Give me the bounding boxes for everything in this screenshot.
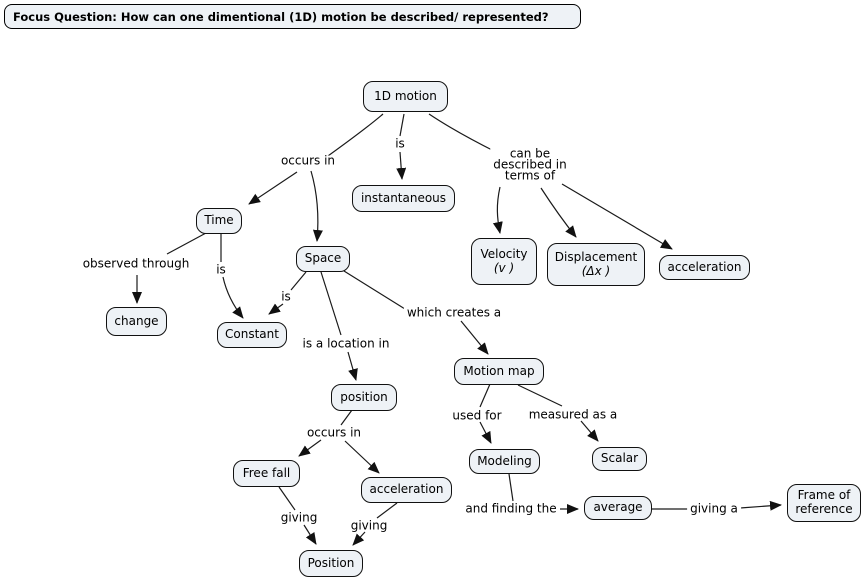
linking-phrase-line: terms of: [504, 168, 556, 183]
node-symbol: (v ): [493, 260, 515, 275]
linking-phrase-and-finding-the[interactable]: and finding the: [462, 503, 560, 515]
linking-phrase-which-creates-a[interactable]: which creates a: [403, 307, 505, 319]
node-label: Space: [304, 251, 342, 266]
node-space[interactable]: Space: [296, 246, 350, 272]
edge-1dmotion-is: [399, 113, 405, 137]
linking-phrase-is-a-location-in[interactable]: is a location in: [299, 338, 393, 350]
node-position-result[interactable]: Position: [299, 550, 363, 577]
node-label: Motion map: [463, 363, 535, 378]
node-acceleration-occurs[interactable]: acceleration: [361, 477, 452, 503]
arrow-measured-scalar: [580, 420, 599, 442]
linking-phrase-is-instantaneous[interactable]: is: [392, 138, 408, 150]
node-symbol: (Δx ): [581, 263, 611, 278]
linking-phrase-giving-a[interactable]: giving a: [687, 503, 741, 515]
node-label: Position: [307, 555, 355, 570]
node-label: average: [593, 500, 643, 515]
linking-phrase-line: can be: [509, 146, 551, 161]
node-label: acceleration: [369, 482, 444, 497]
edge-modeling-finding: [508, 473, 514, 502]
linking-phrase-is-space-constant[interactable]: is: [278, 291, 294, 303]
node-label: Free fall: [242, 465, 291, 480]
node-label: Constant: [225, 327, 279, 342]
node-scalar[interactable]: Scalar: [592, 447, 647, 471]
node-change[interactable]: change: [106, 307, 167, 336]
arrow-giving-position-left: [303, 524, 317, 545]
linking-phrase-measured-as-a[interactable]: measured as a: [525, 409, 621, 421]
arrow-givinga-frame: [739, 500, 782, 511]
node-label: Displacement: [554, 249, 638, 264]
node-position-location[interactable]: position: [331, 384, 397, 411]
arrow-usedfor-modeling: [479, 421, 492, 444]
edge-1dmotion-canbe: [428, 113, 497, 153]
edge-space-location: [320, 271, 342, 336]
node-average[interactable]: average: [584, 496, 652, 520]
edge-freefall-giving: [278, 486, 296, 511]
node-velocity[interactable]: Velocity (v ): [471, 238, 537, 285]
edge-acceleration-giving: [376, 502, 398, 519]
linking-phrase-is-time-constant[interactable]: is: [213, 264, 229, 276]
arrow-is-constant-right: [268, 303, 284, 315]
linking-phrase-used-for[interactable]: used for: [449, 410, 505, 422]
focus-question-title: Focus Question: How can one dimentional …: [4, 4, 581, 29]
arrow-occursin-acceleration: [344, 440, 380, 474]
node-label: Scalar: [600, 451, 639, 466]
node-label: Frame of reference: [795, 488, 853, 516]
edge-motionmap-measured: [517, 384, 563, 407]
arrow-occursin-time: [248, 171, 298, 205]
arrow-whichcreates-motionmap: [460, 320, 489, 355]
node-frame-of-reference[interactable]: Frame of reference: [787, 484, 861, 522]
node-label: acceleration: [667, 259, 742, 274]
linking-phrase-occurs-in-position[interactable]: occurs in: [303, 427, 365, 439]
edge-position-occursin: [340, 409, 353, 426]
node-label: change: [114, 313, 159, 328]
linking-phrase-observed-through[interactable]: observed through: [79, 258, 193, 270]
arrow-canbe-acceleration: [561, 183, 673, 250]
node-label: Time: [204, 213, 234, 228]
node-label: instantaneous: [360, 190, 447, 205]
node-time[interactable]: Time: [196, 208, 242, 234]
arrow-is-instantaneous: [396, 151, 407, 180]
arrow-is-constant-left: [222, 276, 244, 319]
linking-phrase-line: described in: [493, 157, 567, 172]
node-instantaneous[interactable]: instantaneous: [352, 185, 455, 212]
arrow-giving-position-right: [352, 531, 366, 546]
arrow-location-position: [347, 351, 358, 381]
linking-phrase-can-be-described[interactable]: can be described in terms of: [490, 146, 570, 183]
edge-space-whichcreates: [343, 270, 406, 310]
node-motion-map[interactable]: Motion map: [454, 358, 544, 385]
arrow-canbe-velocity: [492, 186, 503, 234]
node-label: 1D motion: [374, 88, 437, 103]
edge-motionmap-usedfor: [479, 383, 491, 408]
node-1d-motion[interactable]: 1D motion: [363, 81, 448, 112]
linking-phrase-occurs-in-top[interactable]: occurs in: [277, 155, 339, 167]
linking-phrase-giving-acceleration[interactable]: giving: [347, 520, 391, 532]
linking-phrase-giving-freefall[interactable]: giving: [277, 512, 321, 524]
node-label: position: [340, 389, 388, 404]
node-label: Modeling: [477, 453, 532, 468]
edge-time-observedthrough: [166, 232, 207, 255]
node-free-fall[interactable]: Free fall: [233, 460, 300, 487]
node-modeling[interactable]: Modeling: [469, 449, 540, 474]
edge-space-is: [290, 271, 307, 291]
node-constant[interactable]: Constant: [217, 322, 287, 348]
arrow-occursin-freefall: [298, 439, 322, 457]
node-displacement[interactable]: Displacement (Δx ): [547, 243, 645, 286]
node-acceleration-described[interactable]: acceleration: [659, 255, 750, 280]
arrow-canbe-displacement: [540, 187, 577, 238]
node-label: Velocity: [480, 246, 528, 261]
arrow-occursin-space: [310, 170, 323, 242]
